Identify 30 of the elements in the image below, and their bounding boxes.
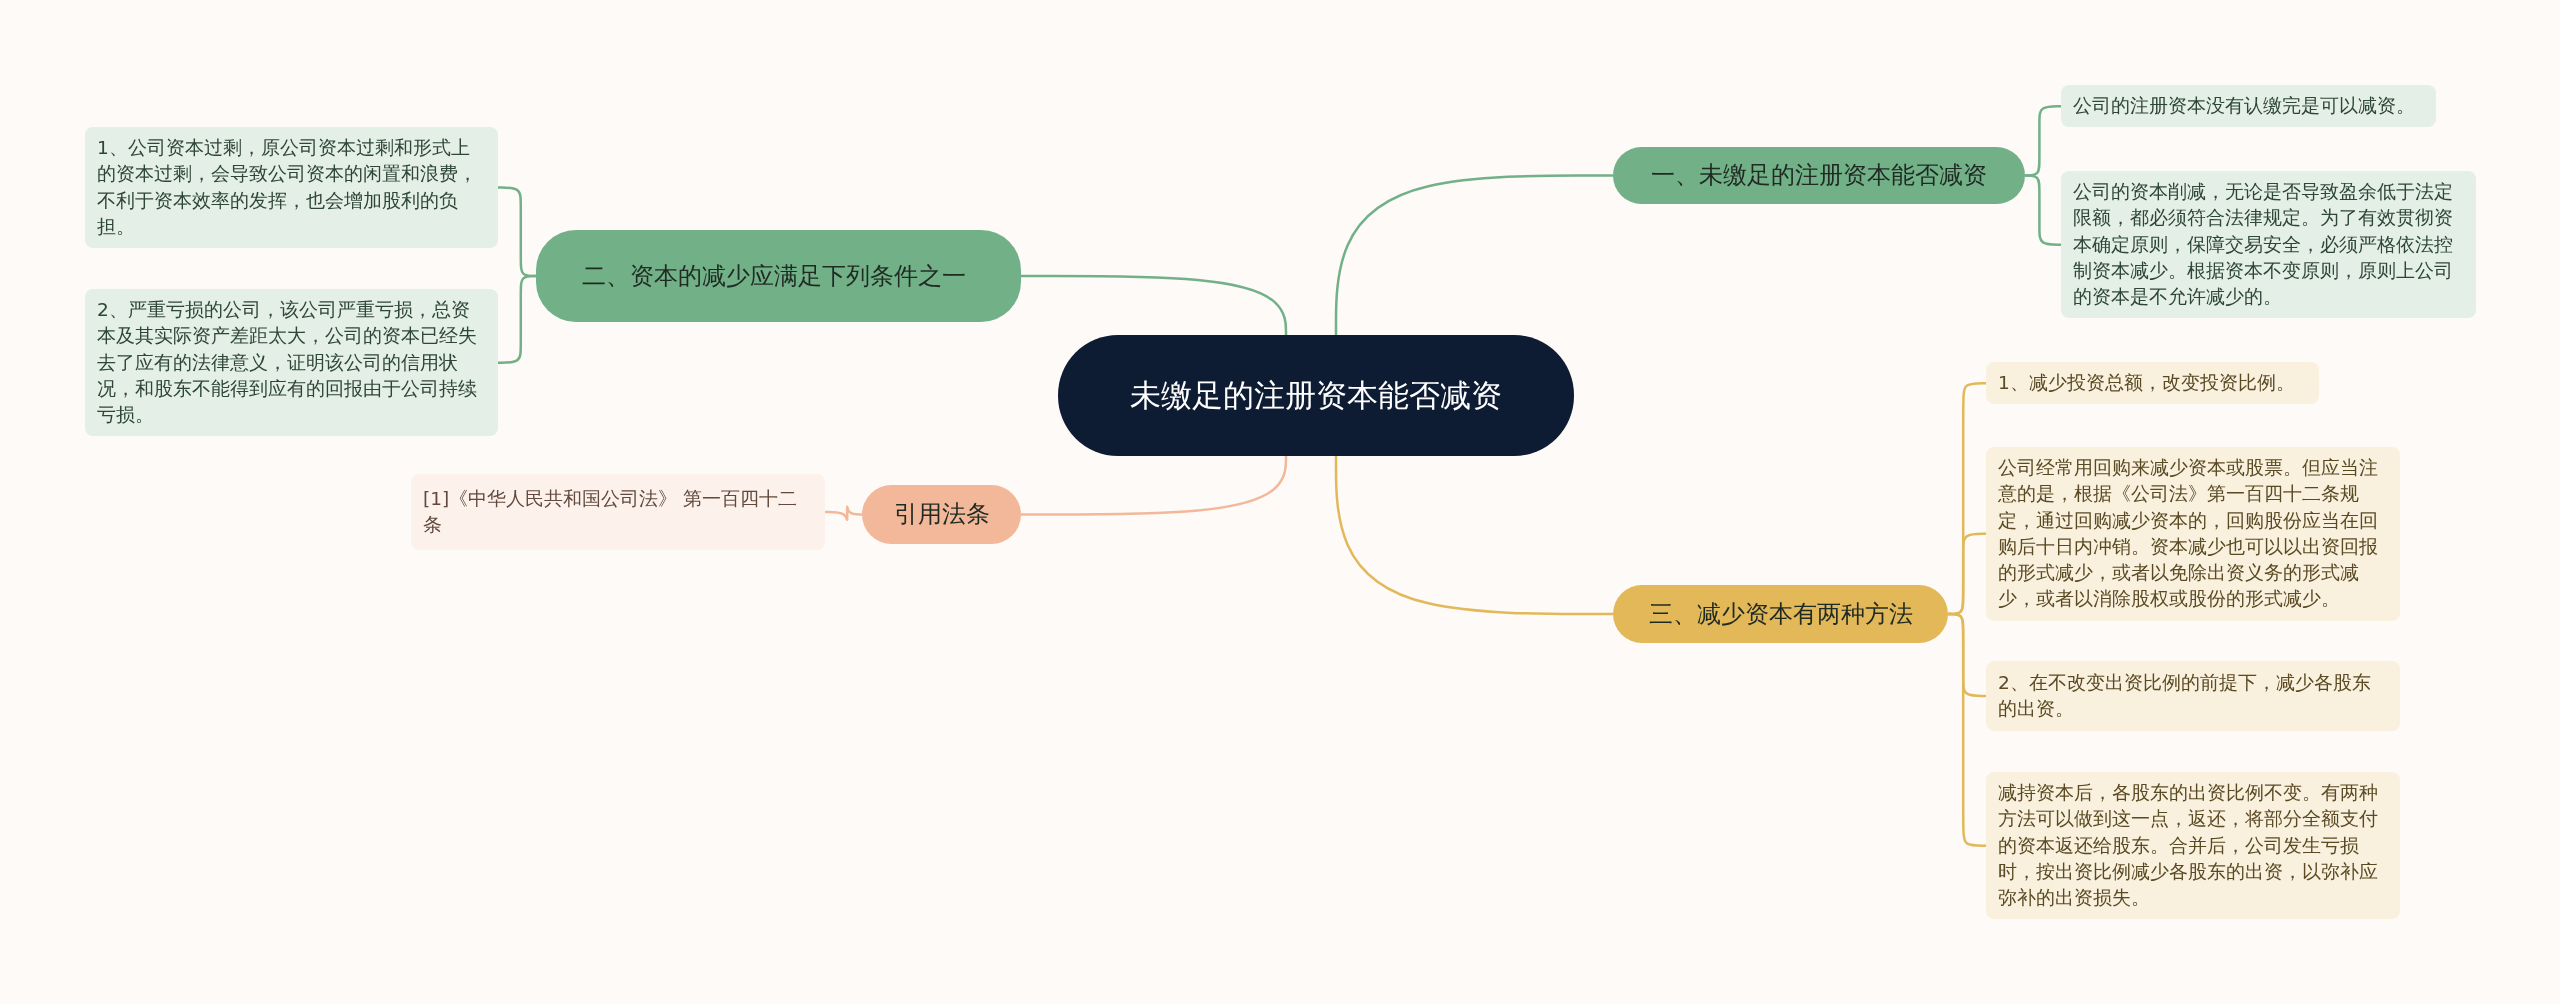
branch-topic-text: 引用法条	[893, 499, 990, 531]
branch-topic-text: 一、未缴足的注册资本能否减资	[1651, 160, 1987, 192]
subtopic-card	[85, 127, 498, 249]
subtopic-card	[1986, 447, 2400, 621]
subtopic-card	[411, 474, 825, 550]
connector-line	[1021, 274, 1288, 337]
subtopic-text: 2、严重亏损的公司，该公司严重亏损，总资本及其实际资产差距太大，公司的资本已经失去了应有的法律意义，证明该公司的信用状况，和股东不能得到应有的回报由于公司持续亏损。	[97, 298, 478, 428]
subtopic-text: 1、公司资本过剩，原公司资本过剩和形式上的资本过剩，会导致公司资本的闲置和浪费，不利于资本效率的发挥，也会增加股利的负担。	[97, 136, 478, 239]
subtopic-card	[2061, 171, 2476, 319]
connector-line	[1334, 174, 1613, 337]
subtopic-text: [1]《中华人民共和国公司法》 第一百四十二条	[423, 486, 799, 537]
connector-line	[825, 505, 862, 521]
branch-topic-text: 二、资本的减少应满足下列条件之一	[582, 260, 966, 292]
subtopic-card	[1986, 362, 2319, 405]
central-topic-text: 未缴足的注册资本能否减资	[1130, 375, 1502, 415]
subtopic-text: 2、在不改变出资比例的前提下，减少各股东的出资。	[1998, 670, 2372, 721]
branch-topic	[536, 230, 1021, 322]
subtopic-card	[85, 289, 498, 437]
subtopic-text: 1、减少投资总额，改变投资比例。	[1998, 371, 2295, 395]
subtopic-card	[1986, 661, 2400, 731]
subtopic-text: 减持资本后，各股东的出资比例不变。有两种方法可以做到这一点，返还，将部分全额支付的资本返还给股东。合并后，公司发生亏损时，按出资比例减少各股东的出资，以弥补应弥补的出资损失。	[1998, 781, 2379, 911]
subtopic-card	[2061, 85, 2436, 128]
branch-topic	[1613, 585, 1948, 643]
connector-line	[1334, 454, 1613, 616]
subtopic-text: 公司经常用回购来减少资本或股票。但应当注意的是，根据《公司法》第一百四十二条规定，通过回购减少资本的，回购股份应当在回购后十日内冲销。资本减少也可以以出资回报的形式减少，或者以免除出资义务的形式减少，或者以消除股权或股份的形式减少。	[1998, 456, 2379, 612]
branch-topic-text: 三、减少资本有两种方法	[1648, 598, 1913, 630]
subtopic-text: 公司的注册资本没有认缴完是可以减资。	[2073, 94, 2415, 118]
subtopic-text: 公司的资本削减，无论是否导致盈余低于法定限额，都必须符合法律规定。为了有效贯彻资本确定原则，保障交易安全，必须严格依法控制资本减少。根据资本不变原则，原则上公司的资本是不允许减少的。	[2073, 180, 2454, 310]
subtopic-card	[1986, 772, 2400, 920]
connector-line	[1021, 454, 1288, 516]
